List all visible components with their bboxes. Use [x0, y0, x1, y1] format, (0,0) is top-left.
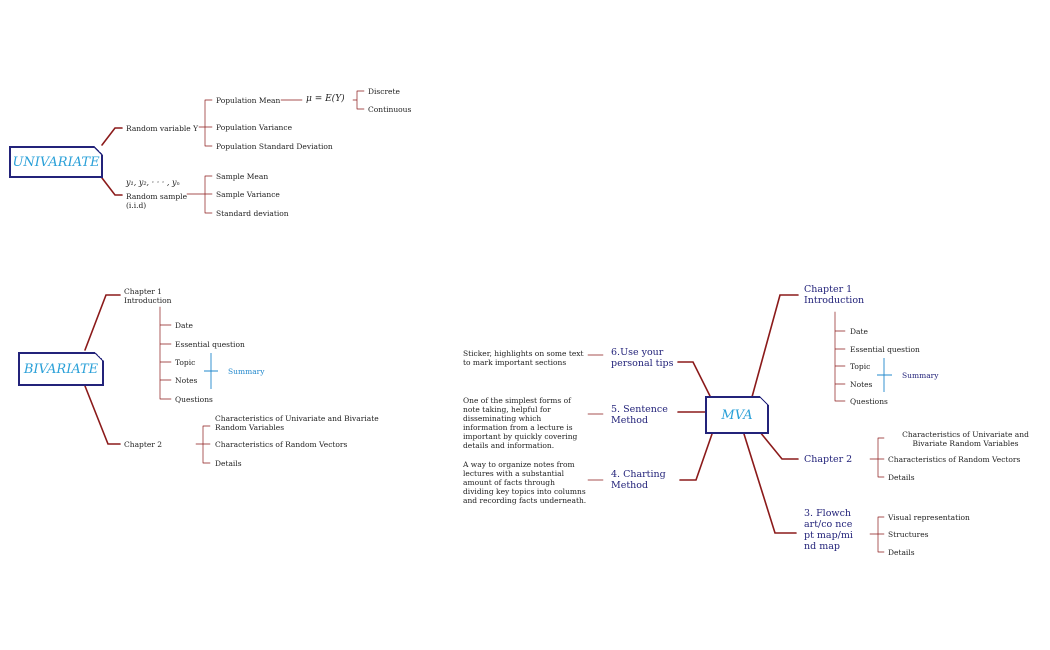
uni-sample-variance: Sample Variance: [216, 190, 280, 199]
bi-branch-ch2: [84, 385, 121, 445]
mva-sentence-label: 5. Sentence Method: [611, 404, 668, 426]
uni-pop-sd: Population Standard Deviation: [216, 142, 333, 151]
uni-pop-mean: Population Mean: [216, 96, 281, 105]
bi-essential: Essential question: [175, 340, 245, 349]
mva-branch-charting: [679, 433, 713, 481]
uni-formula-bracket: [352, 90, 365, 110]
mva-details2: Details: [888, 473, 915, 482]
mva-tips-desc: Sticker, highlights on some text to mark…: [463, 349, 584, 367]
uni-discrete: Discrete: [368, 87, 400, 96]
bi-notes: Notes: [175, 376, 198, 385]
uni-continuous: Continuous: [368, 105, 412, 114]
mva-questions: Questions: [850, 397, 888, 406]
bi-details: Details: [215, 459, 242, 468]
uni-iid: (i.i.d): [126, 201, 147, 210]
mva-visual: Visual representation: [888, 513, 970, 522]
bi-branch-ch1: [84, 294, 121, 351]
mva-ch2-bracket: [869, 437, 885, 478]
mva-char-uni-bi: Characteristics of Univariate and Bivari…: [902, 430, 1029, 448]
mva-ch1-bracket: [834, 311, 846, 402]
bivariate-card[interactable]: BIVARIATE: [18, 352, 104, 386]
mva-card[interactable]: MVA: [705, 396, 769, 434]
mva-branch-flow: [743, 433, 797, 534]
bi-ch1-bracket: [159, 306, 172, 400]
bi-questions: Questions: [175, 395, 213, 404]
bi-ch2-bracket: [195, 425, 211, 464]
bi-chapter2: Chapter 2: [124, 440, 163, 449]
uni-pop-variance: Population Variance: [216, 123, 293, 132]
mva-notes: Notes: [850, 380, 873, 389]
uni-mu-formula: μ = E(Y): [306, 94, 345, 104]
mva-flowchart: 3. Flowchart/co ncept map/mind map: [804, 508, 853, 552]
bi-char-uni-bi: Characteristics of Univariate and Bivari…: [215, 414, 379, 432]
uni-rv-bracket: [198, 99, 213, 147]
uni-sample-bracket: [186, 175, 213, 214]
mva-tips-label: 6.Use your personal tips: [611, 347, 674, 369]
mva-chapter1: Chapter 1 Introduction: [804, 284, 865, 306]
mva-essential: Essential question: [850, 345, 920, 354]
mva-structures: Structures: [888, 530, 929, 539]
mva-charting-label: 4. Charting Method: [611, 469, 666, 491]
mva-summary-bracket: [877, 358, 892, 392]
uni-branch-rv: [101, 127, 123, 146]
bi-char-vectors: Characteristics of Random Vectors: [215, 440, 348, 449]
uni-rv-label: Random variable Y: [126, 124, 199, 133]
bi-topic: Topic: [175, 358, 196, 367]
mva-chapter2: Chapter 2: [804, 454, 853, 465]
mva-date: Date: [850, 327, 868, 336]
mva-topic: Topic: [850, 362, 871, 371]
bi-date: Date: [175, 321, 193, 330]
mva-branch-ch1: [751, 294, 799, 398]
uni-sample-label: Random sample: [126, 192, 188, 201]
mva-details3: Details: [888, 548, 915, 557]
mva-branch-tips: [677, 361, 711, 397]
bi-chapter1: Chapter 1 Introduction: [124, 287, 172, 305]
mva-summary: Summary: [902, 371, 939, 380]
uni-std-dev: Standard deviation: [216, 209, 289, 218]
mva-sentence-desc: One of the simplest forms of note taking…: [463, 396, 578, 450]
mva-title: MVA: [721, 407, 753, 423]
mva-char-vectors: Characteristics of Random Vectors: [888, 455, 1021, 464]
univariate-title: UNIVARIATE: [12, 154, 100, 170]
uni-branch-sample: [101, 177, 123, 196]
uni-sample-mean: Sample Mean: [216, 172, 269, 181]
mva-charting-desc: A way to organize notes from lectures wi…: [463, 460, 587, 505]
bivariate-title: BIVARIATE: [23, 361, 99, 377]
bi-summary: Summary: [228, 367, 265, 376]
mva-flow-bracket: [869, 516, 885, 553]
univariate-card[interactable]: UNIVARIATE: [9, 146, 103, 178]
uni-sample-formula: y₁, y₂, · · · , yₙ: [126, 178, 180, 187]
bi-summary-bracket: [204, 353, 218, 389]
mva-branch-ch2: [759, 431, 799, 460]
